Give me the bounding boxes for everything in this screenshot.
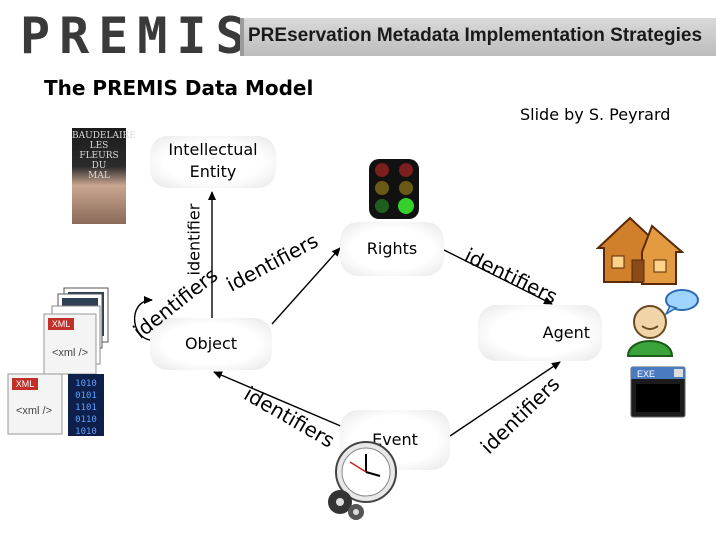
node-intellectual-entity: Intellectual Entity <box>150 136 276 188</box>
banner-subtitle: PREservation Metadata Implementation Str… <box>248 25 703 46</box>
svg-text:0101: 0101 <box>75 391 97 401</box>
premis-logo: PREMIS <box>8 7 246 65</box>
node-agent: Agent <box>478 305 602 361</box>
link-event-object <box>213 371 351 431</box>
book-line-1: BAUDELAIRE <box>72 131 136 141</box>
traffic-light-icon <box>369 159 419 219</box>
xml-files-icon: XML <xml /> <box>43 287 109 375</box>
clock-gears-icon <box>328 441 397 520</box>
svg-text:1101: 1101 <box>75 403 97 413</box>
link-rights-agent <box>443 249 553 305</box>
svg-text:1010: 1010 <box>75 379 97 389</box>
svg-text:XML: XML <box>16 379 35 389</box>
slide-credit: Slide by S. Peyrard <box>520 105 671 124</box>
exe-window-icon: EXE <box>630 366 686 418</box>
person-agent-icon <box>626 289 699 357</box>
book-line-2: LES <box>89 141 109 151</box>
svg-text:1010: 1010 <box>75 427 97 437</box>
xml-binary-icon: XML <xml /> 1010 0101 1101 0110 1010 <box>7 373 104 437</box>
xml-tag-label: XML <box>52 319 71 329</box>
node-object: Object <box>150 318 272 370</box>
premis-logo-text: PREMIS <box>20 7 255 65</box>
svg-text:0110: 0110 <box>75 415 97 425</box>
book-line-5: MAL <box>88 171 110 181</box>
slide-title: The PREMIS Data Model <box>44 76 314 100</box>
label-ie-object: identifier <box>184 203 204 276</box>
xml-code-label: <xml /> <box>52 347 88 359</box>
link-event-agent <box>449 361 561 437</box>
node-event: Event <box>340 410 450 470</box>
premis-banner: PREMIS PREservation Metadata Implementat… <box>8 7 716 65</box>
exe-window-title: EXE <box>637 369 655 379</box>
book-line-4: DU <box>91 161 107 171</box>
node-rights: Rights <box>340 222 444 276</box>
banner-strip: PREservation Metadata Implementation Str… <box>240 18 716 56</box>
book-cover-image: BAUDELAIRE LES FLEURS DU MAL <box>72 128 136 224</box>
svg-text:<xml />: <xml /> <box>16 405 52 417</box>
link-object-rights <box>271 247 341 325</box>
house-icon <box>596 216 684 285</box>
book-line-3: FLEURS <box>79 151 119 161</box>
